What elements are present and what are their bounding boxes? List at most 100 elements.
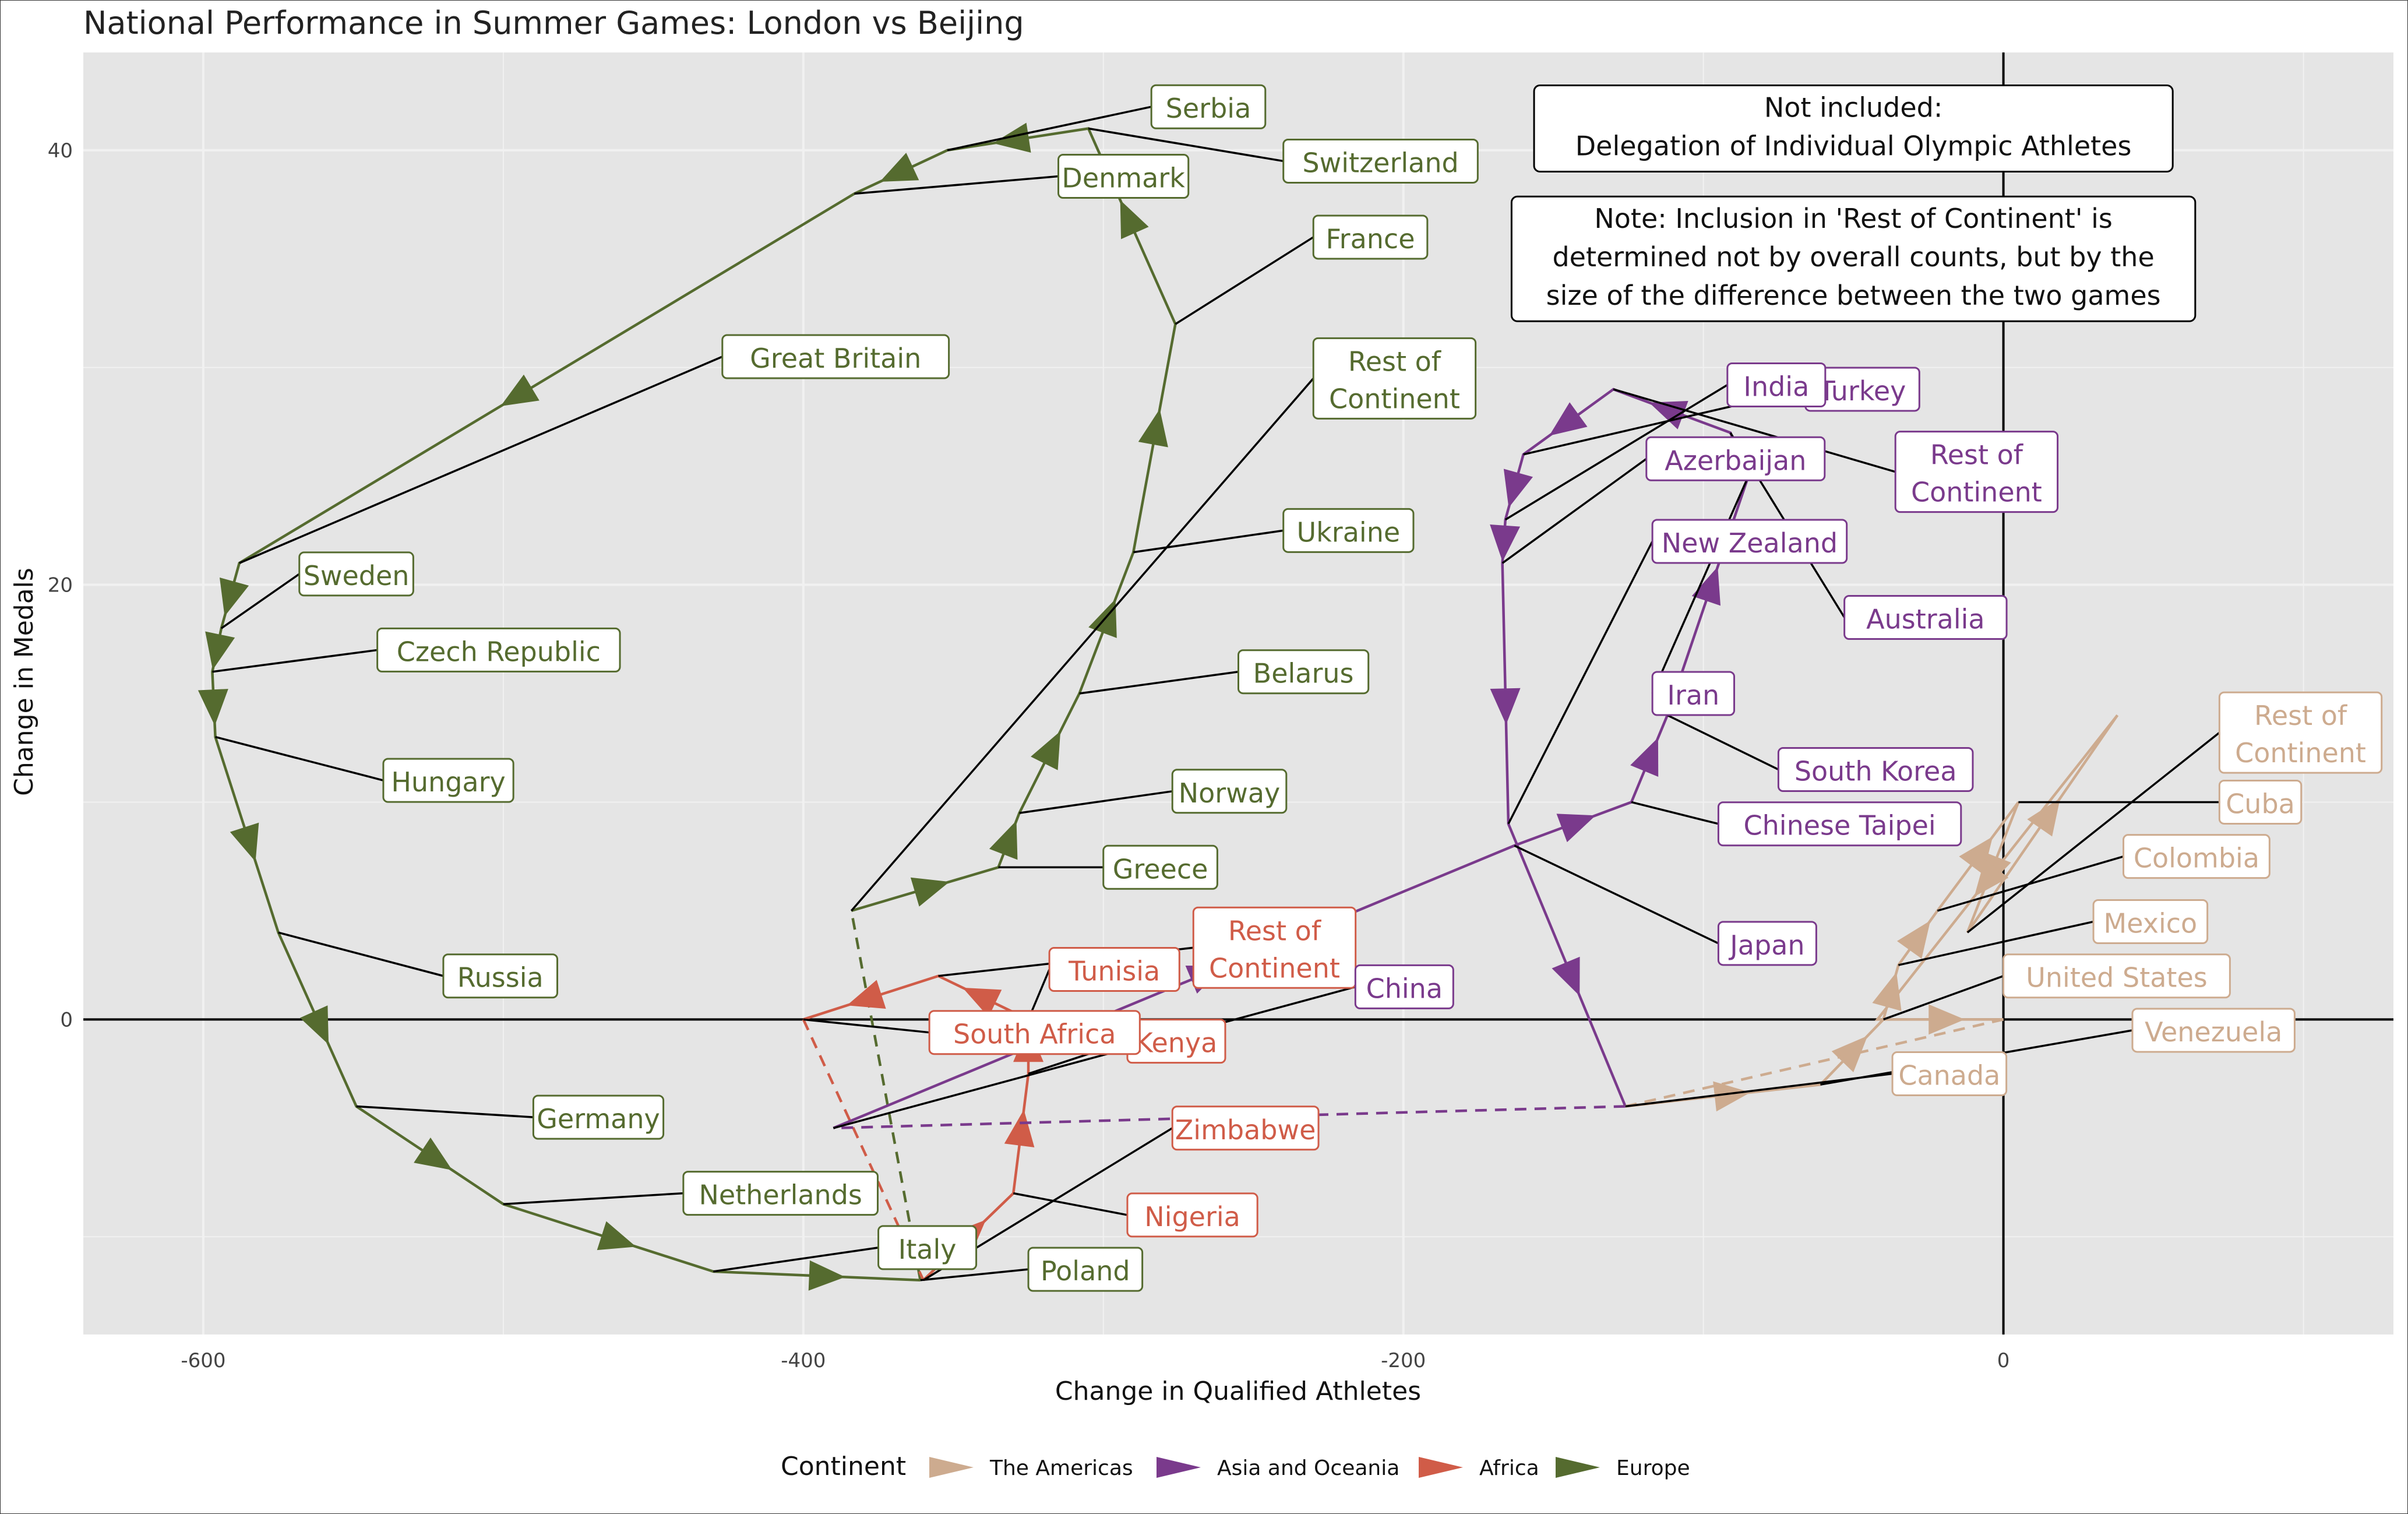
leader-line <box>713 1247 879 1273</box>
x-tick-label: 0 <box>1997 1349 2010 1372</box>
return-line-americas <box>1625 1018 2004 1108</box>
country-label-text: Chinese Taipei <box>1744 810 1936 841</box>
label-africa: Nigeria <box>1126 1192 1258 1238</box>
label-box <box>1171 769 1288 814</box>
label-box <box>928 1010 1141 1055</box>
country-label-text: Rest of <box>2254 700 2348 731</box>
note-text: Not included: <box>1764 92 1943 124</box>
leader-line <box>1019 790 1173 814</box>
note-text: size of the difference between the two g… <box>1546 280 2161 311</box>
label-box <box>682 1171 879 1216</box>
label-americas: Canada <box>1891 1051 2008 1097</box>
legend-key-americas <box>929 1457 974 1478</box>
label-europe: Belarus <box>1238 649 1370 695</box>
country-label-text: Russia <box>457 962 544 994</box>
series-asia <box>833 388 1760 1130</box>
leader-line <box>947 105 1152 152</box>
leader-line <box>1613 388 1896 473</box>
chart-title: National Performance in Summer Games: Lo… <box>83 5 1024 41</box>
label-asia: China <box>1354 964 1454 1009</box>
arrow-asia <box>1490 688 1521 725</box>
label-europe: Denmark <box>1057 154 1190 199</box>
label-box <box>1312 214 1429 260</box>
leader-line <box>220 573 300 629</box>
x-tick-label: -600 <box>181 1349 225 1372</box>
arrow-europe <box>597 1221 636 1251</box>
label-asia: Turkey <box>1804 367 1920 412</box>
country-label-text: Rest of <box>1930 439 2024 471</box>
country-label-text: China <box>1366 973 1443 1004</box>
country-label-text: Norway <box>1179 777 1281 809</box>
country-label-text: Sweden <box>304 560 410 591</box>
leader-line <box>1667 714 1779 771</box>
label-americas: United States <box>2002 953 2231 999</box>
legend-label: The Americas <box>989 1456 1133 1480</box>
label-box <box>1312 337 1477 420</box>
country-label-text: Kenya <box>1136 1027 1218 1059</box>
country-label-text: Japan <box>1728 929 1804 961</box>
country-label-text: Great Britain <box>750 343 921 374</box>
x-axis-title: Change in Qualified Athletes <box>1055 1376 1421 1406</box>
country-label-text: Mexico <box>2104 908 2198 939</box>
series-europe <box>198 122 1177 1291</box>
country-label-text: France <box>1326 223 1415 255</box>
label-europe: Great Britain <box>721 334 950 379</box>
country-label-text: Venezuela <box>2145 1016 2282 1048</box>
label-europe: Norway <box>1171 769 1288 814</box>
label-box <box>2123 834 2270 879</box>
leader-line <box>1088 127 1284 163</box>
label-box <box>1192 906 1357 989</box>
label-europe: Netherlands <box>682 1171 879 1216</box>
leader-line <box>503 1192 683 1206</box>
note-text: Delegation of Individual Olympic Athlete… <box>1575 131 2132 162</box>
y-axis-title: Change in Medals <box>9 568 39 796</box>
note-box: Note: Inclusion in 'Rest of Continent' i… <box>1510 195 2197 322</box>
country-label-text: Belarus <box>1253 658 1354 689</box>
leader-line <box>278 931 444 977</box>
arrow-europe <box>198 689 228 726</box>
country-label-text: Turkey <box>1818 375 1906 407</box>
country-label-text: Cuba <box>2226 788 2295 819</box>
country-label-text: United States <box>2026 962 2208 994</box>
label-africa: South Africa <box>928 1010 1141 1055</box>
label-box <box>1651 671 1736 716</box>
arrow-africa <box>1004 1110 1035 1147</box>
label-box <box>298 551 414 597</box>
label-asia: Australia <box>1843 594 2008 640</box>
leader-line <box>1133 529 1284 554</box>
label-box <box>1027 1247 1144 1292</box>
x-tick-label: -400 <box>781 1349 826 1372</box>
arrow-africa <box>963 987 1002 1017</box>
leader-line <box>1631 801 1719 825</box>
country-label-text: Continent <box>2235 737 2366 769</box>
arrow-americas <box>1872 972 1902 1011</box>
leader-line <box>1883 975 2004 1020</box>
label-asia: New Zealand <box>1651 519 1848 564</box>
country-labels: Rest ofContinentGreeceNorwayBelarusUkrai… <box>298 84 2383 1292</box>
country-label-text: Italy <box>898 1234 957 1265</box>
legend-key-europe <box>1556 1457 1600 1478</box>
label-americas: Mexico <box>2092 899 2209 945</box>
label-europe: Czech Republic <box>376 627 621 673</box>
label-box <box>2002 953 2231 999</box>
label-americas: Rest of Continent <box>2218 691 2383 774</box>
arrow-americas <box>1896 920 1931 959</box>
label-asia: Azerbaijan <box>1645 436 1826 481</box>
label-europe: France <box>1312 214 1429 260</box>
country-label-text: India <box>1743 371 1809 403</box>
arrow-europe <box>1120 200 1149 240</box>
label-europe: Russia <box>442 953 559 999</box>
note-box: Not included: Delegation of Individual Ol… <box>1533 84 2174 173</box>
country-label-text: Netherlands <box>699 1179 862 1211</box>
leader-lines <box>212 105 2220 1281</box>
label-box <box>382 758 514 803</box>
country-label-text: Rest of <box>1228 915 1322 946</box>
arrow-europe <box>205 631 235 670</box>
country-label-text: Serbia <box>1166 93 1251 124</box>
y-tick-label: 0 <box>60 1008 73 1031</box>
leader-line <box>850 378 1314 912</box>
label-box <box>532 1094 665 1140</box>
